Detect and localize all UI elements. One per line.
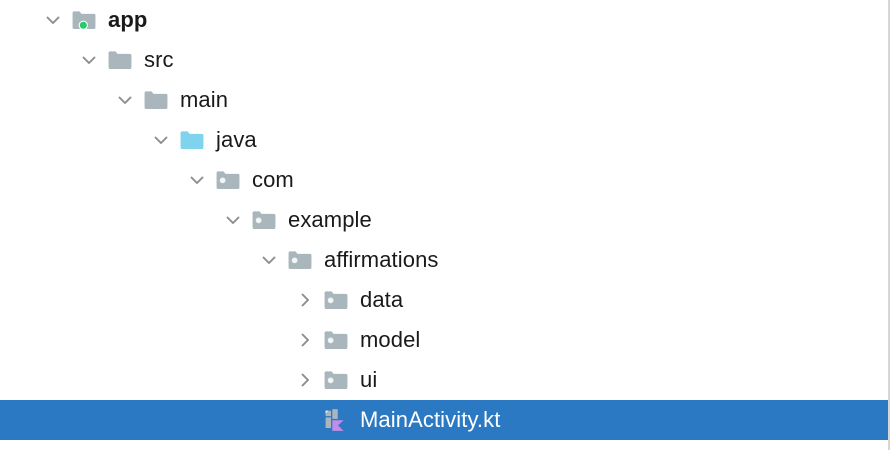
chevron-right-icon[interactable] [292, 367, 318, 393]
tree-indent-spacer [0, 220, 220, 221]
tree-node-label: example [288, 207, 372, 232]
tree-node-affirmations[interactable]: affirmations [0, 240, 896, 280]
package-icon [322, 286, 350, 314]
chevron-down-icon[interactable] [112, 87, 138, 113]
tree-node-label: main [180, 87, 229, 112]
chevron-down-icon[interactable] [76, 47, 102, 73]
tree-node-label: app [108, 7, 148, 32]
tree-node-example[interactable]: example [0, 200, 896, 240]
tree-node-java[interactable]: java [0, 120, 896, 160]
tree-node-label: src [144, 47, 174, 72]
chevron-down-icon[interactable] [40, 7, 66, 33]
tree-node-label: com [252, 167, 294, 192]
tree-indent-spacer [0, 60, 76, 61]
vertical-scrollbar-gutter[interactable] [888, 0, 896, 450]
tree-node-label: java [216, 127, 257, 152]
tree-node-mainactivity-kt[interactable]: MainActivity.kt [0, 400, 896, 440]
chevron-down-icon[interactable] [220, 207, 246, 233]
tree-node-app[interactable]: app [0, 0, 896, 40]
tree-indent-spacer [0, 140, 148, 141]
tree-node-label: data [360, 287, 404, 312]
folder-icon [142, 86, 170, 114]
package-icon [214, 166, 242, 194]
tree-node-label: affirmations [324, 247, 439, 272]
tree-node-label: ui [360, 367, 378, 392]
tree-node-label: model [360, 327, 421, 352]
chevron-down-icon[interactable] [184, 167, 210, 193]
tree-node-src[interactable]: src [0, 40, 896, 80]
package-icon [322, 366, 350, 394]
tree-node-ui[interactable]: ui [0, 360, 896, 400]
chevron-right-icon[interactable] [292, 327, 318, 353]
tree-indent-spacer [0, 20, 40, 21]
tree-indent-spacer [0, 340, 292, 341]
tree-node-model[interactable]: model [0, 320, 896, 360]
folder-icon [106, 46, 134, 74]
chevron-down-icon[interactable] [256, 247, 282, 273]
chevron-right-icon[interactable] [292, 287, 318, 313]
tree-node-data[interactable]: data [0, 280, 896, 320]
package-icon [286, 246, 314, 274]
tree-indent-spacer [0, 100, 112, 101]
tree-indent-spacer [0, 420, 292, 421]
module-folder-icon [70, 6, 98, 34]
tree-node-main[interactable]: main [0, 80, 896, 120]
tree-node-label: MainActivity.kt [360, 407, 501, 432]
package-icon [322, 326, 350, 354]
source-folder-icon [178, 126, 206, 154]
tree-indent-spacer [0, 180, 184, 181]
tree-node-com[interactable]: com [0, 160, 896, 200]
kotlin-file-icon [322, 406, 350, 434]
tree-indent-spacer [0, 380, 292, 381]
chevron-down-icon[interactable] [148, 127, 174, 153]
tree-toggle-placeholder [292, 407, 318, 433]
tree-indent-spacer [0, 260, 256, 261]
tree-indent-spacer [0, 300, 292, 301]
package-icon [250, 206, 278, 234]
